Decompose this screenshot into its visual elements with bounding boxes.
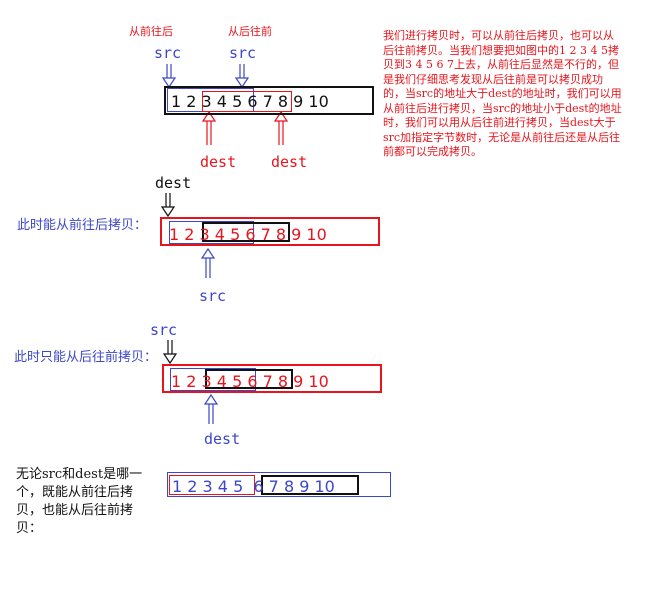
dest-arrow-2 bbox=[160, 193, 176, 218]
dest-range-box-1 bbox=[202, 91, 292, 112]
src-range-box-4 bbox=[169, 475, 255, 495]
sequence-4: 1 2 3 4 5 6 7 8 9 10 bbox=[172, 477, 335, 496]
src-arrow-3 bbox=[162, 340, 178, 365]
header-front-to-back: 从前往后 bbox=[129, 25, 173, 38]
src-range-box-3 bbox=[170, 368, 256, 391]
dest-label-3: dest bbox=[204, 430, 241, 448]
dest-arrow-3 bbox=[203, 393, 219, 424]
sequence-3: 1 2 3 4 5 6 7 8 9 10 bbox=[171, 372, 329, 391]
dest-label-left: dest bbox=[200, 153, 237, 171]
sequence-2: 1 2 3 4 5 6 7 8 9 10 bbox=[169, 225, 327, 244]
sequence-box-outer-2 bbox=[160, 217, 380, 246]
dest-right-arrow bbox=[273, 110, 289, 145]
caption-4: 无论src和dest是哪一个，既能从前往后拷贝，也能从后往前拷贝： bbox=[16, 467, 143, 536]
caption-2: 此时能从前往后拷贝： bbox=[17, 218, 148, 233]
src-right-arrow bbox=[234, 64, 250, 89]
dest-left-arrow bbox=[201, 110, 217, 145]
src-left-arrow bbox=[161, 64, 177, 89]
sequence-box-outer-4 bbox=[167, 472, 391, 497]
dest-range-box-2 bbox=[202, 222, 290, 242]
sequence-box-outer-3 bbox=[162, 364, 382, 393]
src-label-2: src bbox=[199, 287, 227, 305]
src-arrow-2 bbox=[200, 247, 216, 278]
src-label-right: src bbox=[229, 44, 257, 62]
dest-range-box-4 bbox=[261, 475, 359, 495]
dest-range-box-3 bbox=[205, 369, 293, 389]
dest-label-right: dest bbox=[271, 153, 308, 171]
dest-label-2: dest bbox=[155, 174, 192, 192]
caption-3: 此时只能从后往前拷贝： bbox=[14, 350, 158, 365]
src-label-3: src bbox=[150, 321, 178, 339]
sequence-box-outer-1 bbox=[164, 86, 374, 115]
explanation-text: 我们进行拷贝时，可以从前往后拷贝，也可以从后往前拷贝。当我们想要把如图中的1 2… bbox=[383, 29, 622, 158]
header-back-to-front: 从后往前 bbox=[228, 25, 272, 38]
src-range-box-2 bbox=[169, 221, 254, 244]
sequence-1: 1 2 3 4 5 6 7 8 9 10 bbox=[171, 92, 329, 111]
src-label-left: src bbox=[154, 44, 182, 62]
